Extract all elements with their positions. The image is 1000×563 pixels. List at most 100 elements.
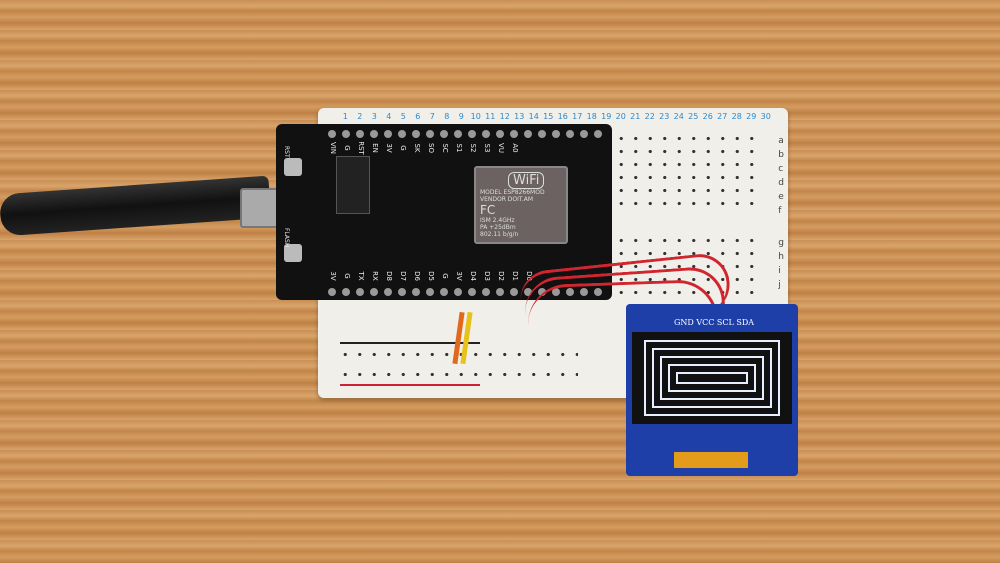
label: 23 bbox=[659, 112, 670, 121]
module-model: MODEL ESP8266MOD bbox=[480, 189, 545, 196]
label: D2 bbox=[497, 271, 505, 281]
label: 3V bbox=[329, 271, 337, 281]
label: SC bbox=[441, 143, 449, 153]
label: 14 bbox=[528, 112, 539, 121]
label: 21 bbox=[630, 112, 641, 121]
label: h bbox=[778, 252, 784, 262]
usb-serial-chip bbox=[336, 156, 370, 214]
label: a bbox=[778, 136, 784, 146]
label: 2 bbox=[357, 112, 363, 121]
oled-display-module: GND VCC SCL SDA bbox=[626, 304, 798, 476]
label: 20 bbox=[615, 112, 626, 121]
label: D6 bbox=[413, 271, 421, 281]
label: 27 bbox=[717, 112, 728, 121]
rail-line-black bbox=[340, 342, 480, 344]
label: 24 bbox=[673, 112, 684, 121]
label: VU bbox=[497, 143, 505, 153]
label: 16 bbox=[557, 112, 568, 121]
label: D7 bbox=[399, 271, 407, 281]
nodemcu-board: VIN G RST EN 3V G SK SO SC S1 S2 S3 VU A0 RST FLASH W… bbox=[276, 124, 612, 300]
esp8266-module: WiFi MODEL ESP8266MOD VENDOR DOIT.AM FC … bbox=[474, 166, 568, 244]
label: 10 bbox=[470, 112, 481, 121]
label: 7 bbox=[429, 112, 435, 121]
usb-cable bbox=[0, 175, 272, 237]
label: S1 bbox=[455, 143, 463, 153]
module-vendor: VENDOR DOIT.AM bbox=[480, 196, 534, 203]
rail-line-red bbox=[340, 384, 480, 386]
wifi-logo: WiFi bbox=[508, 172, 545, 189]
holes-top bbox=[614, 132, 764, 212]
label: 3V bbox=[385, 143, 393, 153]
fcc-logo: FC bbox=[480, 203, 496, 217]
label: i bbox=[778, 266, 781, 276]
top-pin-labels: VIN G RST EN 3V G SK SO SC S1 S2 S3 VU A0 bbox=[326, 141, 522, 155]
label: A0 bbox=[511, 143, 519, 153]
label: SO bbox=[427, 143, 435, 153]
label: 30 bbox=[760, 112, 771, 121]
label: TX bbox=[357, 271, 365, 281]
label: 28 bbox=[731, 112, 742, 121]
label: G bbox=[343, 273, 351, 279]
label: 5 bbox=[400, 112, 406, 121]
top-header-pins bbox=[328, 130, 602, 138]
label: G bbox=[399, 145, 407, 151]
label: 12 bbox=[499, 112, 510, 121]
label: D4 bbox=[469, 271, 477, 281]
holes-bottom bbox=[614, 234, 764, 294]
label: RX bbox=[371, 271, 379, 281]
oled-screen bbox=[632, 332, 792, 424]
label: D5 bbox=[427, 271, 435, 281]
label: g bbox=[778, 238, 784, 248]
micro-usb-plug bbox=[240, 188, 280, 228]
label: S3 bbox=[483, 143, 491, 153]
label: VIN bbox=[329, 141, 337, 155]
label: 6 bbox=[415, 112, 421, 121]
label: 11 bbox=[485, 112, 496, 121]
label: 18 bbox=[586, 112, 597, 121]
label: j bbox=[778, 280, 781, 290]
label: D8 bbox=[385, 271, 393, 281]
label: 1 bbox=[342, 112, 348, 121]
label: b bbox=[778, 150, 784, 160]
label: 9 bbox=[458, 112, 464, 121]
label: D1 bbox=[511, 271, 519, 281]
flash-button-label: FLASH bbox=[283, 228, 290, 248]
label: RST bbox=[357, 141, 365, 155]
rst-button-label: RST bbox=[283, 146, 290, 158]
module-ism: ISM 2.4GHz bbox=[480, 217, 515, 224]
label: 19 bbox=[601, 112, 612, 121]
label: SK bbox=[413, 143, 421, 153]
label: 25 bbox=[688, 112, 699, 121]
label: 13 bbox=[514, 112, 525, 121]
label: 15 bbox=[543, 112, 554, 121]
label: e bbox=[778, 192, 784, 202]
label: G bbox=[343, 145, 351, 151]
label: 26 bbox=[702, 112, 713, 121]
label: G bbox=[441, 273, 449, 279]
oled-pin-labels: GND VCC SCL SDA bbox=[674, 318, 755, 327]
module-std: 802.11 b/g/n bbox=[480, 231, 519, 238]
label: 22 bbox=[644, 112, 655, 121]
flash-button[interactable] bbox=[284, 244, 302, 262]
label: 3 bbox=[371, 112, 377, 121]
label: 4 bbox=[386, 112, 392, 121]
label: EN bbox=[371, 143, 379, 153]
rst-button[interactable] bbox=[284, 158, 302, 176]
label: 29 bbox=[746, 112, 757, 121]
label: c bbox=[778, 164, 784, 174]
label: 3V bbox=[455, 271, 463, 281]
label: D3 bbox=[483, 271, 491, 281]
label: f bbox=[778, 206, 782, 216]
label: d bbox=[778, 178, 784, 188]
label: 17 bbox=[572, 112, 583, 121]
flex-cable bbox=[674, 452, 748, 468]
bottom-header-pins bbox=[328, 288, 602, 296]
module-pa: PA +25dBm bbox=[480, 224, 516, 231]
label: 8 bbox=[444, 112, 450, 121]
label: S2 bbox=[469, 143, 477, 153]
power-rail-holes-2 bbox=[338, 368, 578, 382]
